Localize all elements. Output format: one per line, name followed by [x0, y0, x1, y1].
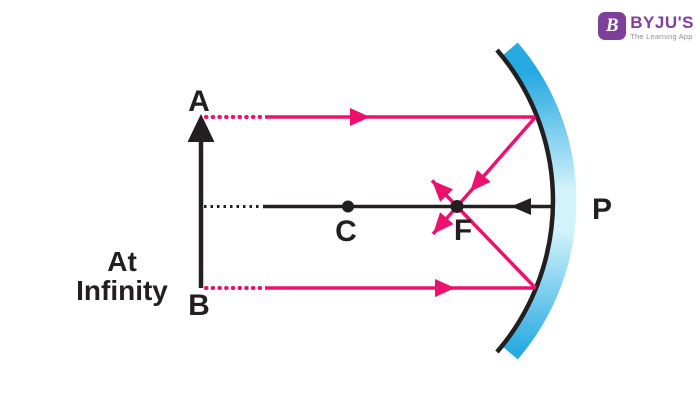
principal-axis [204, 198, 553, 215]
label-pole: P [592, 193, 612, 226]
label-at-infinity-line2: Infinity [76, 275, 168, 306]
label-focus: F [454, 214, 472, 247]
reflected-ray-top-mid-arrowhead [470, 169, 491, 192]
object-arrow [187, 114, 215, 288]
incident-ray-bottom-arrowhead [435, 279, 455, 297]
label-object-top: A [188, 85, 210, 118]
incident-ray-top-arrowhead [350, 108, 370, 126]
byjus-logo-text: BYJU'S The Learning App [630, 12, 694, 41]
label-centre-of-curvature: C [335, 215, 357, 248]
axis-arrowhead-left [511, 198, 531, 215]
byjus-tagline: The Learning App [630, 32, 693, 41]
reflected-ray-bottom-line [430, 179, 537, 290]
byjus-logo: B BYJU'S The Learning App [598, 12, 694, 41]
incident-ray-bottom [204, 279, 536, 297]
focus-dot [450, 200, 464, 213]
reflected-ray-top-end-arrowhead [433, 212, 454, 234]
concave-mirror [495, 42, 577, 360]
mirror-reflecting-surface [495, 48, 556, 354]
reflected-ray-top-line [431, 115, 537, 236]
label-object-bottom: B [188, 289, 210, 322]
incident-ray-top [204, 108, 536, 126]
byjus-brand-name: BYJU'S [630, 13, 694, 32]
mirror-glass-body [500, 42, 577, 360]
label-at-infinity-line1: At [107, 246, 137, 277]
reflected-ray-bottom-end-arrowhead [432, 180, 454, 202]
object-arrowhead-up [187, 114, 215, 142]
centre-of-curvature-dot [342, 200, 354, 213]
reflected-ray-top [431, 115, 537, 236]
byjus-logo-icon: B [598, 12, 627, 40]
reflected-ray-bottom [430, 179, 537, 290]
